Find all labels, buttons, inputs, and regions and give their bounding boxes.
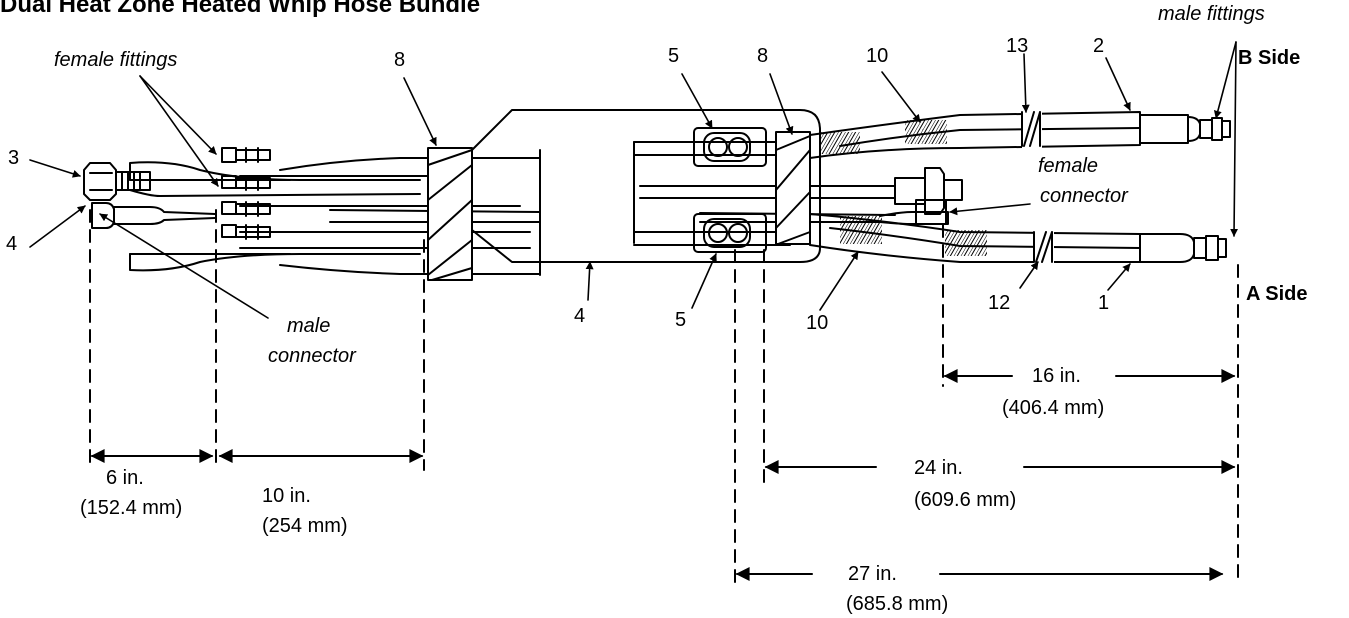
- callout-5-lower: 5: [675, 309, 687, 331]
- page-title: Dual Heat Zone Heated Whip Hose Bundle: [0, 0, 481, 18]
- callout-3: 3: [8, 147, 20, 169]
- callout-10-lower: 10: [806, 312, 829, 334]
- upper-loop: [129, 161, 421, 181]
- male-fitting-a: [1193, 237, 1207, 259]
- a-side-label: A Side: [1246, 283, 1308, 305]
- male-connector-label-line2: connector: [268, 345, 356, 367]
- tape-wrap-8-right: [775, 131, 811, 245]
- male-fitting-b: [1199, 119, 1213, 139]
- callout-8-left: 8: [394, 49, 406, 71]
- callout-4-center: 4: [574, 305, 586, 327]
- male-fittings-label: male fittings: [1158, 3, 1265, 25]
- dim-6in-metric: (152.4 mm): [80, 497, 183, 519]
- female-fitting-upper: [221, 147, 237, 163]
- callout-13: 13: [1006, 35, 1029, 57]
- callout-12: 12: [988, 292, 1011, 314]
- dim-16in-metric: (406.4 mm): [1002, 397, 1105, 419]
- tape-wrap-8-left: [427, 147, 473, 281]
- left-bundle: [83, 109, 821, 281]
- callout-1: 1: [1098, 292, 1110, 314]
- junction-block-upper: [693, 127, 767, 167]
- female-fitting-lower: [221, 201, 237, 215]
- leader-lines: [29, 41, 1239, 319]
- callout-4-left: 4: [6, 233, 18, 255]
- junction-block-lower: [693, 213, 767, 253]
- lower-loop: [129, 253, 421, 272]
- right-bundle: [633, 110, 1231, 264]
- dim-24in-imperial: 24 in.: [914, 457, 963, 479]
- callout-5-upper: 5: [668, 45, 680, 67]
- dim-27in-metric: (685.8 mm): [846, 593, 949, 615]
- callout-2: 2: [1093, 35, 1105, 57]
- b-side-label: B Side: [1238, 47, 1301, 69]
- dim-27in-imperial: 27 in.: [848, 563, 897, 585]
- female-connector-fitting: [924, 167, 945, 215]
- female-connector-label-line2: connector: [1040, 185, 1128, 207]
- extension-lines: [89, 209, 1239, 583]
- male-connector-label-line1: male: [287, 315, 331, 337]
- fitting-3: [83, 162, 117, 201]
- female-fittings-label: female fittings: [54, 49, 178, 71]
- female-connector-label-line1: female: [1038, 155, 1099, 177]
- dimension-arrows: [90, 369, 1236, 581]
- dim-16in-imperial: 16 in.: [1032, 365, 1081, 387]
- dim-24in-metric: (609.6 mm): [914, 489, 1017, 511]
- dim-6in-imperial: 6 in.: [106, 467, 144, 489]
- dim-10in-imperial: 10 in.: [262, 485, 311, 507]
- female-connector: [915, 199, 947, 225]
- dim-10in-metric: (254 mm): [262, 515, 348, 537]
- callout-10-upper: 10: [866, 45, 889, 67]
- callout-8-right: 8: [757, 45, 769, 67]
